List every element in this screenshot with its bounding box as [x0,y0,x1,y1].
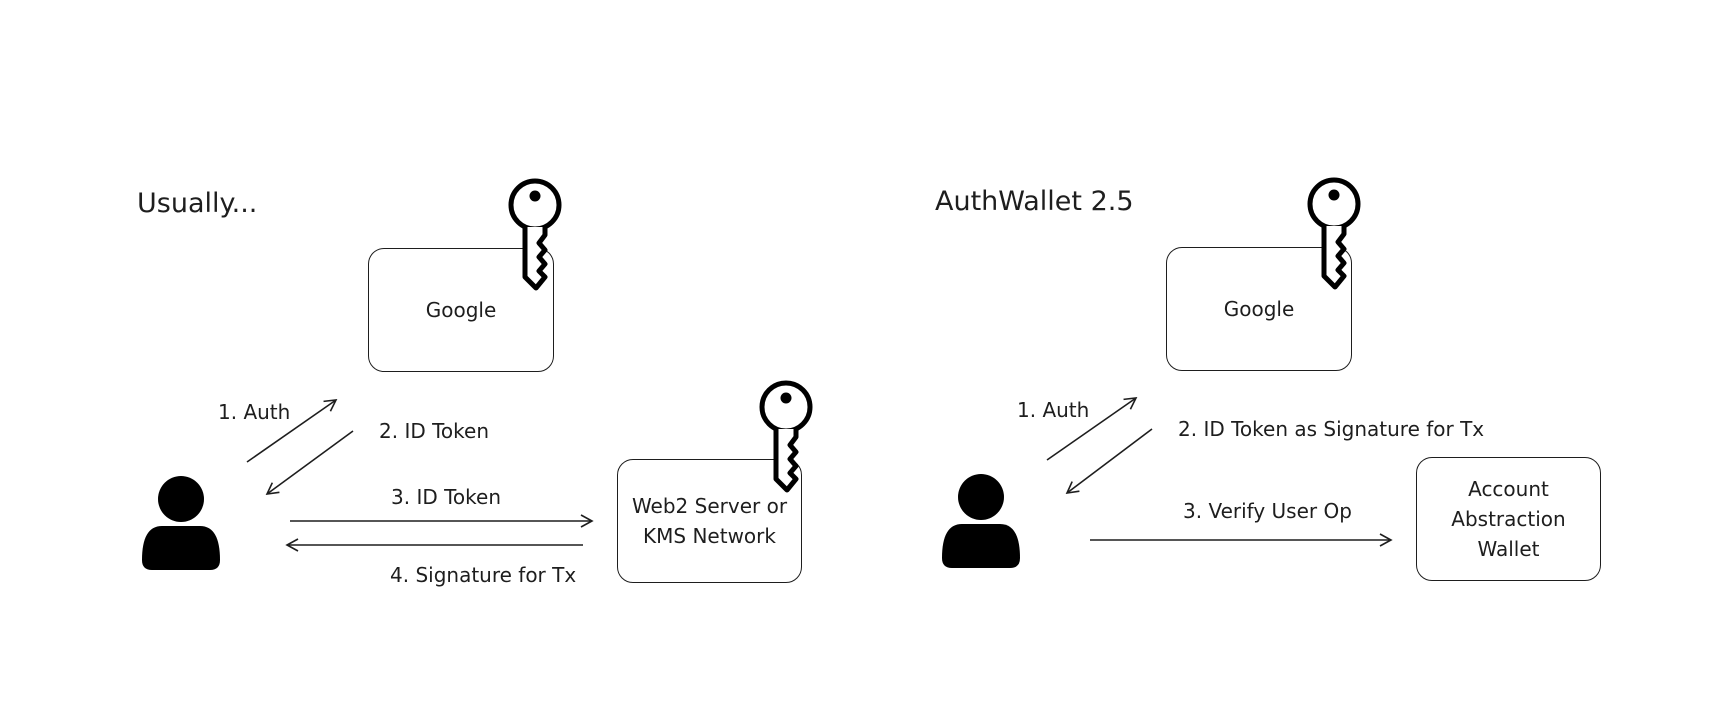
left-auth-label: 1. Auth [218,400,291,424]
right-id-token-signature-label: 2. ID Token as Signature for Tx [1178,417,1485,441]
right-wallet-label-line1: Account [1468,477,1549,501]
right-wallet-box: Account Abstraction Wallet [1416,457,1601,581]
left-id-token-forward-label: 3. ID Token [391,485,501,509]
left-server-key-icon [759,380,813,493]
left-google-key-icon [508,178,562,291]
right-panel-title: AuthWallet 2.5 [935,186,1134,217]
left-server-label-line2: KMS Network [643,524,776,548]
left-user-icon [142,476,220,570]
right-user-icon [942,474,1020,568]
left-auth-arrow [246,399,338,463]
right-google-box: Google [1166,247,1352,371]
right-auth-label: 1. Auth [1017,398,1090,422]
right-wallet-label-line2: Abstraction [1451,507,1566,531]
left-panel-title: Usually... [137,188,258,219]
right-wallet-label-line3: Wallet [1477,537,1540,561]
left-id-token-return-label: 2. ID Token [379,419,489,443]
left-server-label-line1: Web2 Server or [631,494,788,518]
right-google-label: Google [1223,297,1295,321]
left-id-token-return-arrow [265,430,354,495]
right-auth-arrow [1046,397,1138,461]
left-google-box: Google [368,248,554,372]
right-google-key-icon [1307,177,1361,290]
right-id-token-return-arrow [1065,428,1153,495]
right-verify-label: 3. Verify User Op [1183,499,1352,523]
left-google-label: Google [425,298,497,322]
left-signature-label: 4. Signature for Tx [390,563,577,587]
left-server-box: Web2 Server or KMS Network [617,459,802,583]
